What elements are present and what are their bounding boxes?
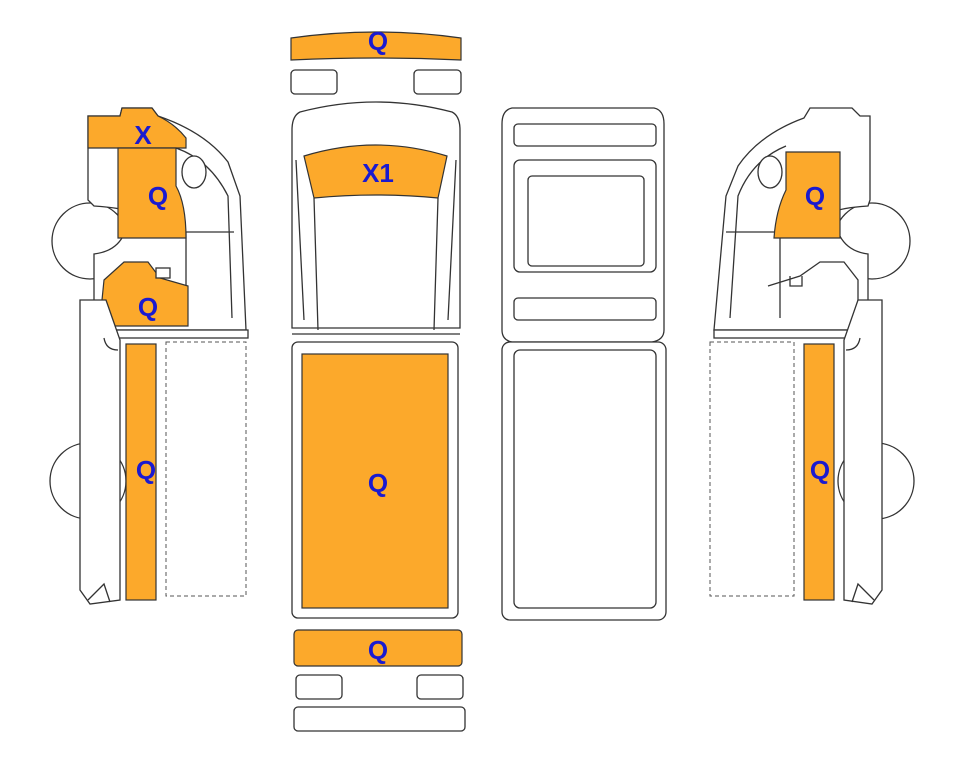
left-side-panel-part[interactable]	[125, 343, 157, 601]
left-mirror	[181, 155, 207, 189]
underside-cargo-panel	[513, 349, 657, 609]
roof-part[interactable]	[301, 353, 449, 609]
left-rocker	[97, 329, 249, 339]
left-a-pillar	[295, 159, 319, 331]
right-fender-outline	[767, 261, 859, 326]
left-fender-label: Q	[138, 292, 158, 322]
front-bumper-label: Q	[368, 26, 388, 56]
underside-view	[501, 107, 667, 621]
left-fender-curve	[87, 337, 119, 603]
right-window-frame	[726, 145, 787, 319]
right-a-pillar	[433, 159, 457, 331]
left-taillight	[295, 674, 343, 700]
right-rocker	[713, 329, 865, 339]
left-headlight	[290, 69, 338, 95]
right-taillight	[416, 674, 464, 700]
left-window-top-part[interactable]	[87, 107, 187, 149]
rear-bumper-part[interactable]	[293, 629, 463, 667]
front-bumper-part[interactable]	[290, 31, 462, 61]
left-side-panel-label: Q	[136, 455, 156, 485]
right-side-panel-label: Q	[810, 455, 830, 485]
right-body-outline	[843, 299, 883, 605]
left-fender-detail	[155, 267, 171, 279]
right-cargo-dashed	[709, 341, 795, 597]
roof-label: Q	[368, 468, 388, 498]
left-cargo-dashed	[165, 341, 247, 597]
left-window-top-label: X	[134, 120, 152, 150]
underside-middle-strip	[513, 297, 657, 321]
rear-step	[293, 706, 466, 732]
right-headlight	[413, 69, 462, 95]
underside-top-strip	[513, 123, 657, 147]
left-front-door-label: Q	[148, 181, 168, 211]
left-side-view: X Q Q Q	[49, 107, 249, 605]
windshield-part[interactable]	[303, 144, 448, 199]
right-side-panel-part[interactable]	[803, 343, 835, 601]
left-body-outline	[79, 299, 121, 605]
right-front-door-label: Q	[805, 181, 825, 211]
right-mirror	[757, 155, 783, 189]
right-fender-curve	[845, 337, 875, 603]
top-view: Q X1 Q Q	[290, 26, 466, 732]
underside-sunroof	[527, 175, 645, 267]
rear-bumper-label: Q	[368, 635, 388, 665]
windshield-label: X1	[362, 158, 394, 188]
right-side-view: Q Q	[709, 107, 915, 605]
left-front-door-part[interactable]	[117, 147, 187, 239]
